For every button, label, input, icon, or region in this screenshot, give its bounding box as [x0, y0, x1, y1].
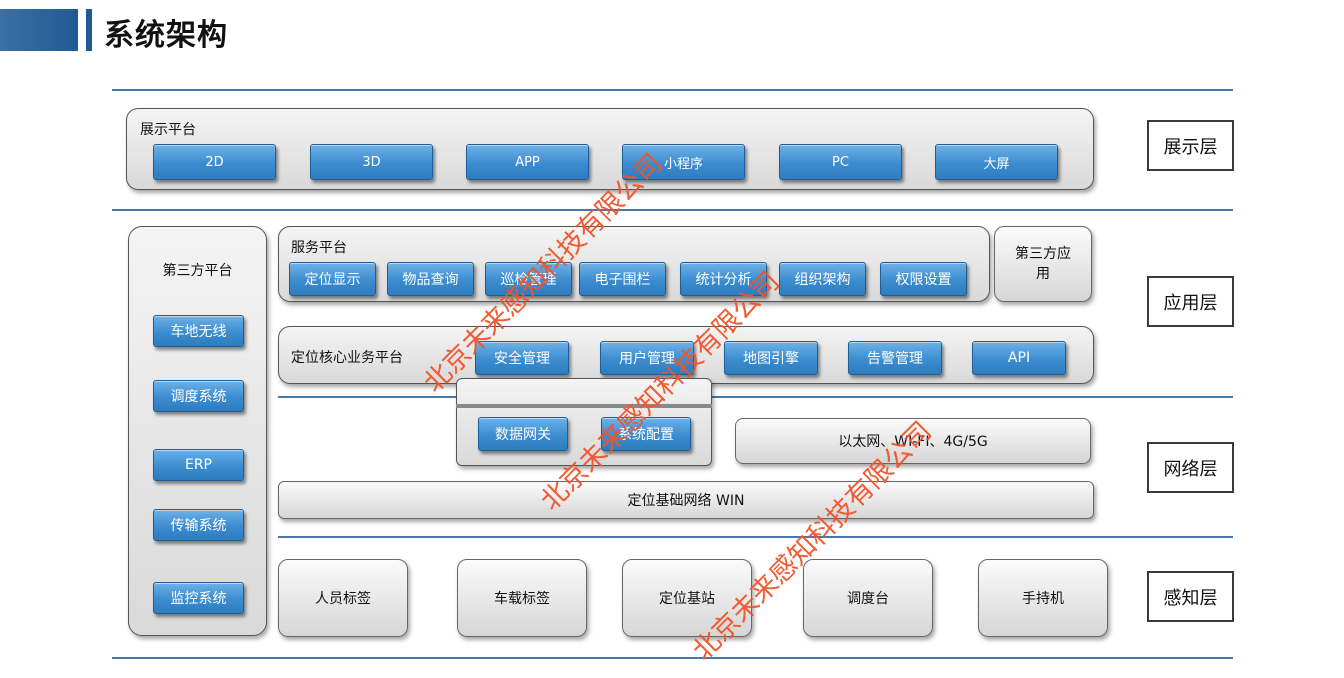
service-item-location-display[interactable]: 定位显示	[289, 262, 376, 296]
third-party-item-transmission[interactable]: 传输系统	[153, 509, 244, 541]
divider-line	[112, 89, 1233, 91]
page-title: 系统架构	[104, 18, 228, 53]
device-label: 手持机	[1022, 591, 1064, 607]
third-party-item-wireless[interactable]: 车地无线	[153, 315, 244, 347]
network-types-label: 以太网、WI-FI、4G/5G	[838, 434, 988, 450]
layer-perception: 感知层	[1147, 571, 1234, 622]
service-platform-title: 服务平台	[291, 240, 347, 256]
gateway-item-data-gateway[interactable]: 数据网关	[478, 417, 568, 451]
display-item-miniprogram[interactable]: 小程序	[622, 144, 745, 180]
divider-line	[112, 209, 1233, 211]
core-item-security[interactable]: 安全管理	[475, 341, 569, 375]
layer-display: 展示层	[1147, 120, 1234, 171]
third-party-platform-panel: 第三方平台	[128, 226, 267, 636]
display-item-3d[interactable]: 3D	[310, 144, 433, 180]
core-platform-title: 定位核心业务平台	[291, 350, 403, 366]
device-personnel-tag: 人员标签	[278, 559, 408, 637]
display-item-2d[interactable]: 2D	[153, 144, 276, 180]
core-item-api[interactable]: API	[972, 341, 1066, 375]
core-item-user[interactable]: 用户管理	[600, 341, 694, 375]
layer-application: 应用层	[1147, 276, 1234, 327]
base-network-label: 定位基础网络 WIN	[627, 493, 745, 509]
device-label: 人员标签	[315, 591, 371, 607]
third-party-platform-title: 第三方平台	[162, 263, 233, 279]
service-item-inspection[interactable]: 巡检管理	[485, 262, 572, 296]
header-accent-bar	[0, 9, 78, 51]
third-party-app-box: 第三方应用	[994, 226, 1092, 302]
service-item-statistics[interactable]: 统计分析	[680, 262, 767, 296]
device-dispatch-console: 调度台	[803, 559, 933, 637]
third-party-app-label: 第三方应用	[1015, 246, 1071, 282]
third-party-item-monitoring[interactable]: 监控系统	[153, 582, 244, 614]
display-item-app[interactable]: APP	[466, 144, 589, 180]
service-item-organization[interactable]: 组织架构	[779, 262, 866, 296]
network-types-box: 以太网、WI-FI、4G/5G	[735, 418, 1091, 464]
service-item-permissions[interactable]: 权限设置	[880, 262, 967, 296]
core-item-map-engine[interactable]: 地图引擎	[724, 341, 818, 375]
third-party-item-dispatch[interactable]: 调度系统	[153, 380, 244, 412]
display-platform-panel: 展示平台	[126, 108, 1094, 190]
divider-line	[278, 396, 1233, 398]
divider-line	[278, 536, 1233, 538]
layer-network: 网络层	[1147, 442, 1234, 493]
gateway-item-system-config[interactable]: 系统配置	[601, 417, 691, 451]
device-label: 调度台	[847, 591, 889, 607]
display-item-pc[interactable]: PC	[779, 144, 902, 180]
device-base-station: 定位基站	[622, 559, 752, 637]
service-item-goods-query[interactable]: 物品查询	[387, 262, 474, 296]
device-handheld: 手持机	[978, 559, 1108, 637]
display-platform-title: 展示平台	[140, 122, 196, 138]
gateway-divider	[456, 404, 712, 408]
header-accent-stripe	[86, 9, 92, 51]
service-item-geofence[interactable]: 电子围栏	[579, 262, 666, 296]
device-vehicle-tag: 车载标签	[457, 559, 587, 637]
core-item-alarm[interactable]: 告警管理	[848, 341, 942, 375]
divider-line	[112, 657, 1233, 659]
device-label: 定位基站	[659, 591, 715, 607]
display-item-bigscreen[interactable]: 大屏	[935, 144, 1058, 180]
base-network-box: 定位基础网络 WIN	[278, 481, 1094, 519]
device-label: 车载标签	[494, 591, 550, 607]
third-party-item-erp[interactable]: ERP	[153, 449, 244, 481]
